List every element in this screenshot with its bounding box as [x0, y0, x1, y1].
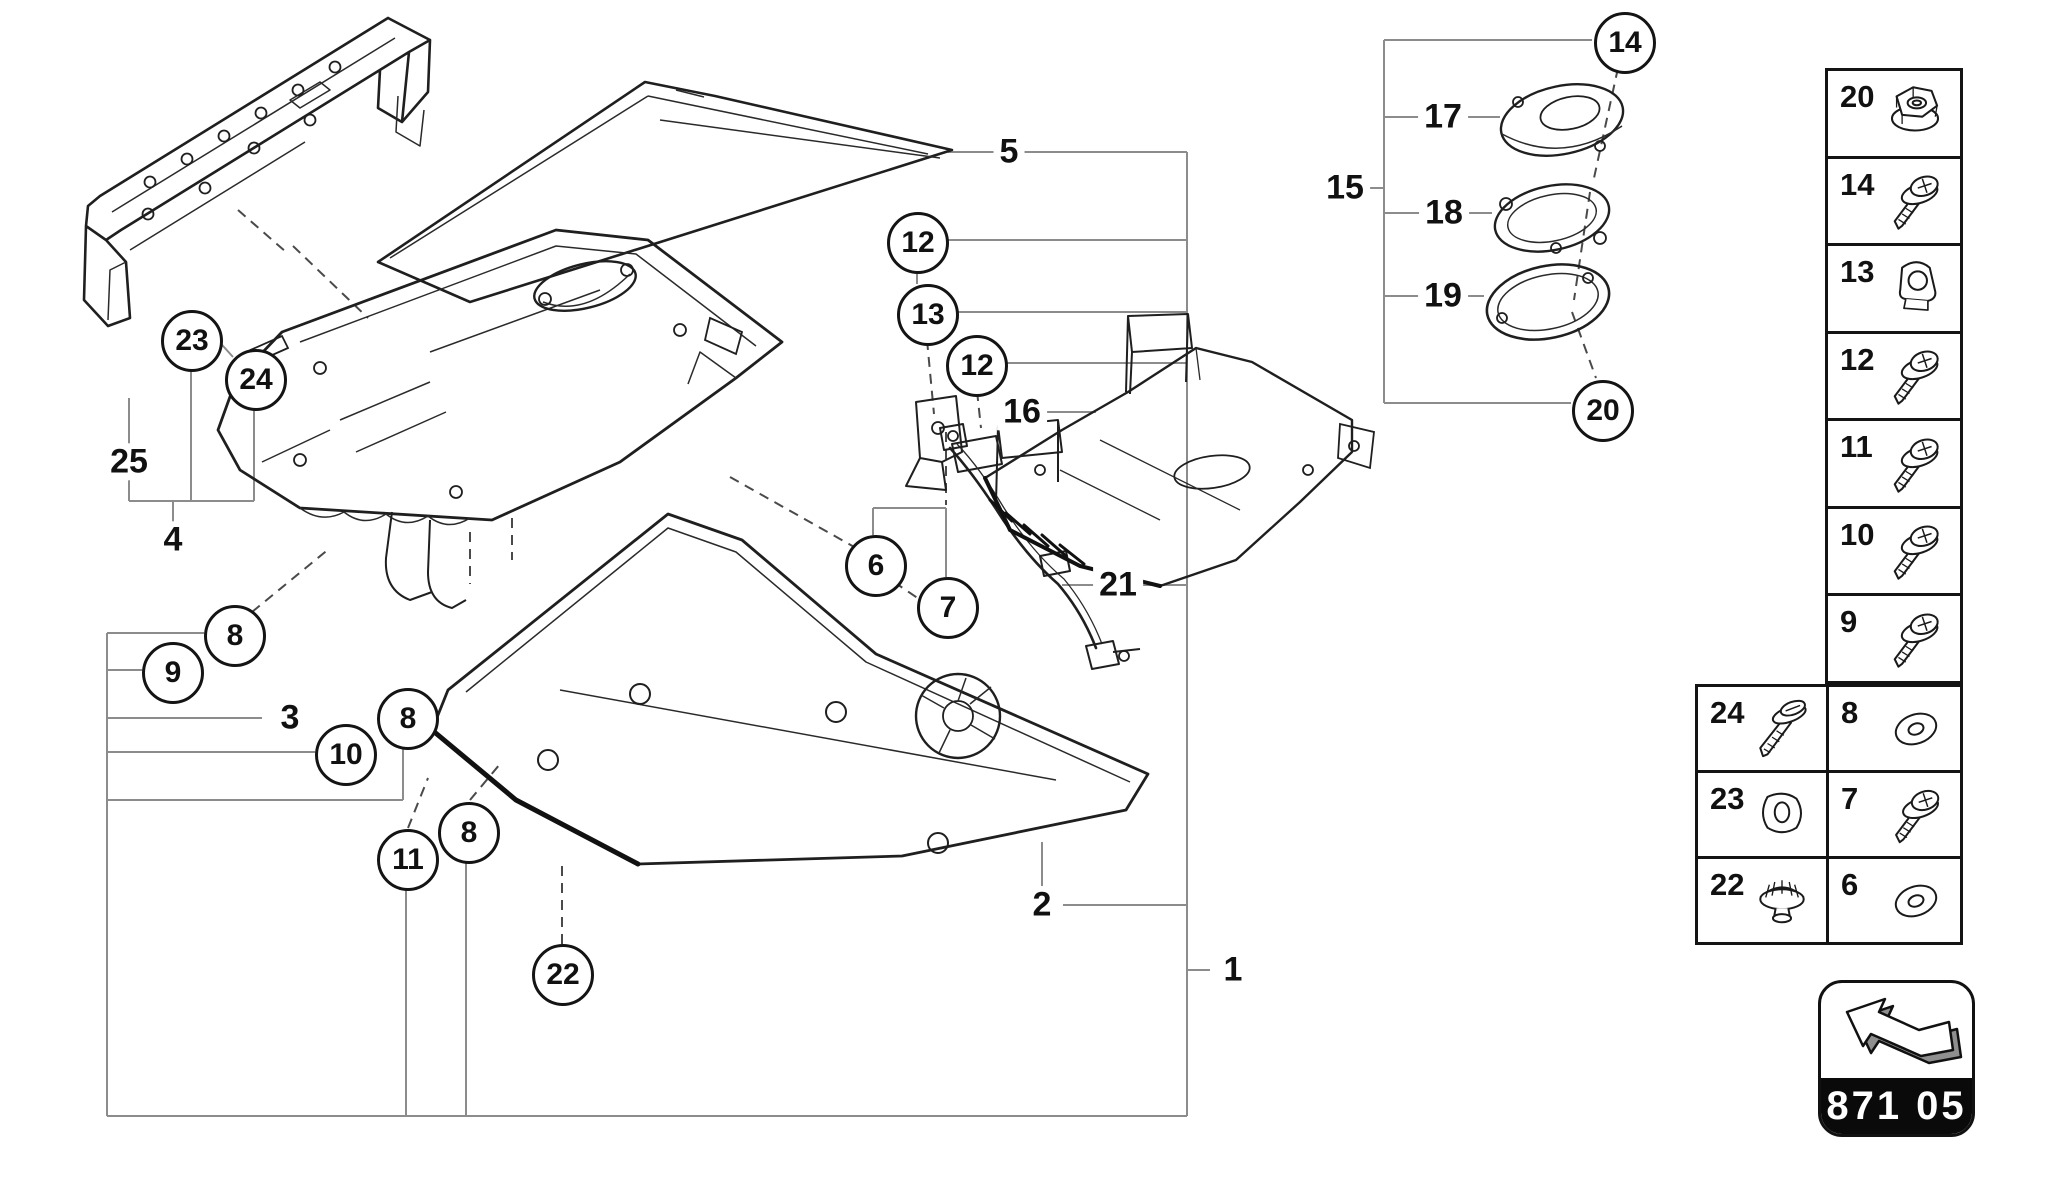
callout-label-21[interactable]: 21 [1093, 565, 1143, 604]
callout-label-18[interactable]: 18 [1419, 193, 1469, 232]
callout-label-2[interactable]: 2 [1026, 885, 1058, 924]
callout-circle-24[interactable]: 24 [225, 349, 287, 411]
section-code: 871 05 [1826, 1083, 1967, 1128]
part-number: 12 [1840, 341, 1875, 377]
section-code-band: 871 05 [1821, 1078, 1972, 1134]
tub-assembled-drawing [983, 313, 1375, 588]
callout-circle-7[interactable]: 7 [917, 577, 979, 639]
tab-nut-icon [1898, 261, 1937, 312]
part-cell-6[interactable]: 6 [1829, 859, 1960, 942]
flange-nut-icon [1890, 86, 1940, 132]
part-cell-22[interactable]: 22 [1698, 859, 1829, 942]
callout-label-5[interactable]: 5 [993, 132, 1025, 171]
part-cell-14[interactable]: 14 [1828, 158, 1960, 247]
part-cell-10[interactable]: 10 [1828, 508, 1960, 597]
callout-circle-12[interactable]: 12 [946, 335, 1008, 397]
part-cell-13[interactable]: 13 [1828, 246, 1960, 334]
part-number: 22 [1710, 867, 1745, 902]
callout-circle-23[interactable]: 23 [161, 310, 223, 372]
fastener-reference-grid: 24 8 23 7 22 6 [1695, 684, 1963, 945]
screw-icon [1893, 522, 1942, 580]
part-cell-23[interactable]: 23 [1698, 773, 1829, 859]
part-number: 20 [1840, 79, 1875, 114]
part-cell-7[interactable]: 7 [1829, 773, 1960, 859]
drain-hose-drawing [939, 423, 1141, 670]
part-number: 8 [1841, 695, 1859, 730]
callout-circle-6[interactable]: 6 [845, 535, 907, 597]
dashed-leaders [237, 67, 1619, 944]
callout-label-17[interactable]: 17 [1418, 97, 1468, 136]
screw-icon [1893, 172, 1942, 230]
callout-label-19[interactable]: 19 [1418, 276, 1468, 315]
callout-label-15[interactable]: 15 [1320, 168, 1370, 207]
part-cell-24[interactable]: 24 [1698, 687, 1829, 773]
callout-circle-10[interactable]: 10 [315, 724, 377, 786]
part-number: 23 [1710, 781, 1745, 816]
part-number: 11 [1840, 429, 1873, 465]
part-cell-11[interactable]: 11 [1828, 421, 1960, 509]
callout-circle-8[interactable]: 8 [377, 688, 439, 750]
callout-label-4[interactable]: 4 [157, 520, 189, 559]
striker-bracket-drawing [905, 395, 1003, 491]
part-number: 6 [1841, 867, 1859, 902]
callout-label-3[interactable]: 3 [274, 698, 306, 737]
callout-circle-14[interactable]: 14 [1594, 12, 1656, 74]
callout-circle-11[interactable]: 11 [377, 829, 439, 891]
screw-icon [1895, 786, 1942, 843]
rear-crossmember-drawing [82, 16, 432, 328]
callout-circle-22[interactable]: 22 [532, 944, 594, 1006]
cap-part-drawing [1499, 83, 1625, 157]
callout-circle-9[interactable]: 9 [142, 642, 204, 704]
callout-label-1[interactable]: 1 [1217, 950, 1249, 989]
lid-panel-drawing [376, 80, 954, 304]
callout-label-16[interactable]: 16 [997, 392, 1047, 431]
part-cell-8[interactable]: 8 [1829, 687, 1960, 773]
part-number: 9 [1840, 604, 1858, 640]
direction-arrow-icon [1845, 997, 1963, 1065]
screw-icon [1893, 434, 1942, 493]
callout-circle-8[interactable]: 8 [204, 605, 266, 667]
part-cell-9[interactable]: 9 [1828, 596, 1960, 682]
callout-circle-20[interactable]: 20 [1572, 380, 1634, 442]
fastener-reference-column: 20 14 13 12 11 10 9 [1825, 68, 1963, 684]
part-number: 10 [1840, 516, 1875, 552]
callout-label-25[interactable]: 25 [104, 442, 154, 481]
screw-icon [1893, 347, 1942, 405]
part-cell-12[interactable]: 12 [1828, 333, 1960, 422]
section-badge[interactable]: 871 05 [1818, 980, 1975, 1137]
long-screw-icon [1759, 696, 1809, 757]
grommet-icon [1762, 792, 1802, 833]
part-number: 7 [1841, 781, 1859, 816]
push-clip-icon [1759, 878, 1805, 923]
ring-part-drawing [1485, 263, 1611, 341]
callout-circle-8[interactable]: 8 [438, 802, 500, 864]
floor-panel-drawing [429, 512, 1150, 867]
part-cell-20[interactable]: 20 [1828, 71, 1960, 159]
washer-icon [1890, 878, 1942, 923]
callout-circle-13[interactable]: 13 [897, 284, 959, 346]
main-tray-drawing [216, 228, 784, 609]
part-number: 24 [1710, 695, 1745, 730]
callout-circle-12[interactable]: 12 [887, 212, 949, 274]
gasket-part-drawing [1493, 183, 1611, 254]
part-number: 14 [1840, 166, 1875, 202]
washer-icon [1890, 706, 1942, 751]
screw-icon [1893, 609, 1942, 668]
part-number: 13 [1840, 254, 1875, 290]
